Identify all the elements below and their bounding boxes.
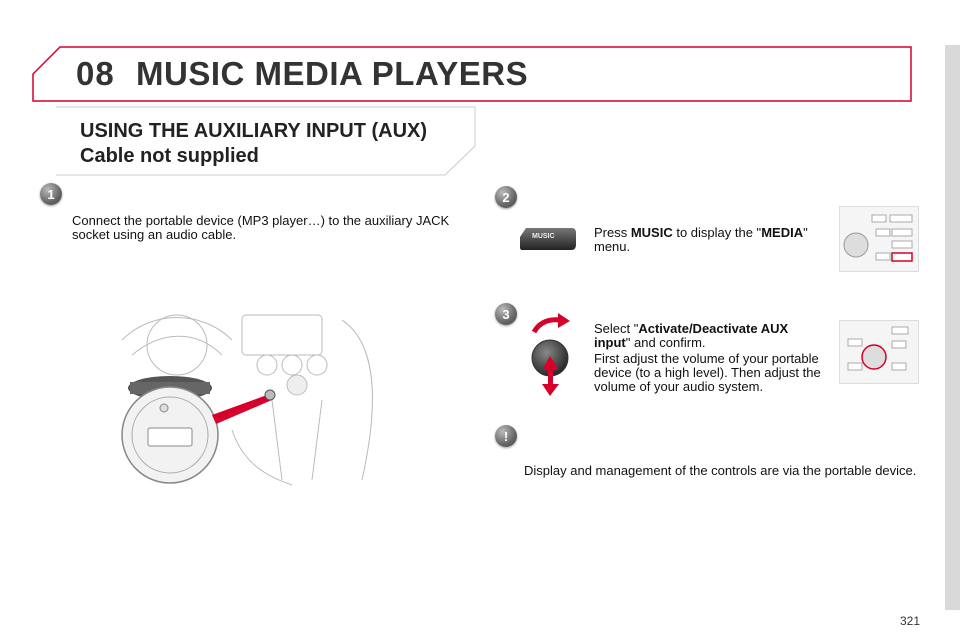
music-button-graphic — [520, 228, 576, 250]
section-title: USING THE AUXILIARY INPUT (AUX) — [80, 120, 428, 142]
warning-badge: ! — [495, 425, 517, 447]
step-3-text: Select "Activate/Deactivate AUX input" a… — [594, 322, 824, 350]
step-3-badge: 3 — [495, 303, 517, 325]
step-1-badge: 1 — [40, 183, 62, 205]
side-tab — [945, 45, 960, 610]
section-frame — [56, 106, 476, 176]
header-frame — [32, 46, 912, 102]
music-button: MUSIC — [518, 225, 578, 253]
music-button-label: MUSIC — [532, 233, 555, 240]
aux-socket-illustration — [121, 314, 373, 486]
step-3-note: First adjust the volume of your portable… — [594, 351, 821, 394]
control-panel-thumbnail-knob — [839, 320, 919, 384]
rotary-knob-icon — [531, 313, 570, 396]
page-title: MUSIC MEDIA PLAYERS — [136, 55, 529, 92]
step-3-text-post: " and confirm. — [625, 335, 706, 350]
step-2-text-post: " menu. — [594, 225, 808, 254]
control-panel-thumbnail-music — [839, 206, 919, 272]
warning-text: Display and management of the controls a… — [524, 463, 917, 478]
step-2-text-mid: to display the " — [672, 225, 762, 240]
step-2-menu: MEDIA — [761, 225, 804, 240]
step-2-key: MUSIC — [630, 225, 673, 240]
step-3-option: Activate/Deactivate AUX input — [594, 321, 789, 350]
step-2-text: Press MUSIC to display the "MEDIA" menu. — [594, 226, 814, 254]
step-1-text: Connect the portable device (MP3 player…… — [72, 213, 450, 242]
page-number: 321 — [899, 614, 920, 628]
section-subtitle: Cable not supplied — [80, 145, 259, 167]
step-2-text-pre: Press — [594, 225, 631, 240]
chapter-number: 08 — [76, 55, 115, 92]
step-3-text-pre: Select " — [594, 321, 639, 336]
step-2-badge: 2 — [495, 186, 517, 208]
